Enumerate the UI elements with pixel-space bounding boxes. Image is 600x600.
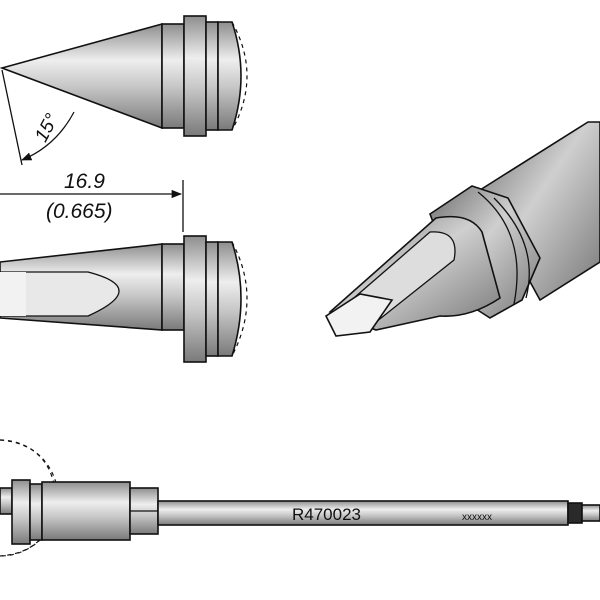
side-view-back — [217, 241, 242, 357]
side-view-nut-inner — [205, 241, 219, 357]
top-view-collar — [161, 23, 185, 129]
full-view-body — [41, 481, 131, 541]
perspective-tip-face — [324, 293, 394, 337]
full-view-shaft-end — [581, 504, 600, 522]
side-view — [0, 235, 248, 363]
angle-dimension — [1, 69, 75, 166]
length-dimension — [0, 180, 184, 232]
full-view-shaft-step — [567, 502, 583, 524]
full-length-view — [0, 439, 600, 557]
top-view-back — [217, 21, 242, 131]
length-label-inch: (0.665) — [46, 200, 113, 223]
full-view-left-end — [0, 487, 13, 515]
top-view-cone — [0, 22, 163, 130]
top-view — [0, 15, 248, 137]
top-view-nut — [183, 15, 207, 137]
full-view-nut-inner — [29, 483, 43, 541]
side-view-flat-face — [0, 271, 120, 317]
length-label-mm: 16.9 — [64, 170, 105, 193]
side-view-nut — [183, 235, 207, 363]
angle-label: 15° — [31, 110, 63, 146]
perspective-nut-ring — [477, 191, 518, 305]
part-number-label: R470023 — [292, 505, 361, 524]
side-view-tip-face — [0, 272, 26, 316]
perspective-nut-ring-2 — [493, 197, 530, 299]
side-view-break-line — [231, 241, 248, 357]
serial-label: xxxxxx — [462, 512, 492, 523]
side-view-collar — [161, 243, 185, 331]
top-view-break-line — [231, 21, 248, 131]
full-view-shaft — [157, 500, 569, 526]
perspective-view — [324, 121, 600, 337]
full-view-nut — [11, 479, 31, 545]
top-view-nut-inner — [205, 21, 219, 131]
